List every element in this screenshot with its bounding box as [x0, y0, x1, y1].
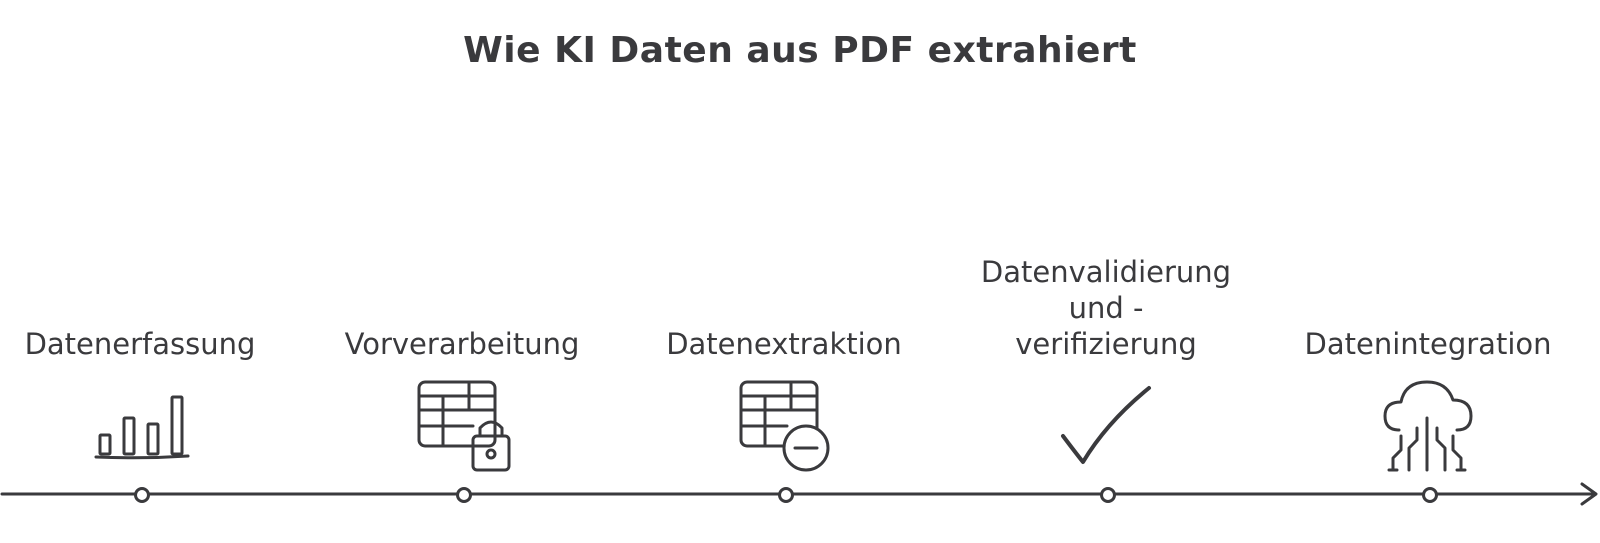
step-datenvalidierung: Datenvalidierung und - verifizierung: [946, 250, 1266, 380]
table-minus-icon: [725, 378, 845, 478]
timeline-node: [778, 487, 794, 503]
step-label: Datenerfassung: [24, 327, 256, 361]
step-label: Vorverarbeitung: [344, 327, 580, 361]
step-datenextraktion: Datenextraktion: [624, 250, 944, 380]
timeline-node: [456, 487, 472, 503]
cloud-circuit-icon: [1369, 378, 1489, 478]
timeline-node: [1422, 487, 1438, 503]
timeline-axis: [0, 470, 1600, 520]
diagram-title: Wie KI Daten aus PDF extrahiert: [463, 30, 1137, 71]
timeline-node: [134, 487, 150, 503]
step-vorverarbeitung: Vorverarbeitung: [302, 250, 622, 380]
step-label: Datenintegration: [1304, 327, 1552, 361]
timeline-node: [1100, 487, 1116, 503]
step-label: Datenextraktion: [666, 327, 902, 361]
step-datenintegration: Datenintegration: [1268, 250, 1588, 380]
checkmark-icon: [1047, 380, 1167, 480]
bar-chart-icon: [82, 385, 202, 485]
step-datenerfassung: Datenerfassung: [0, 250, 300, 380]
step-label: Datenvalidierung und - verifizierung: [980, 255, 1232, 361]
table-lock-icon: [403, 378, 523, 478]
